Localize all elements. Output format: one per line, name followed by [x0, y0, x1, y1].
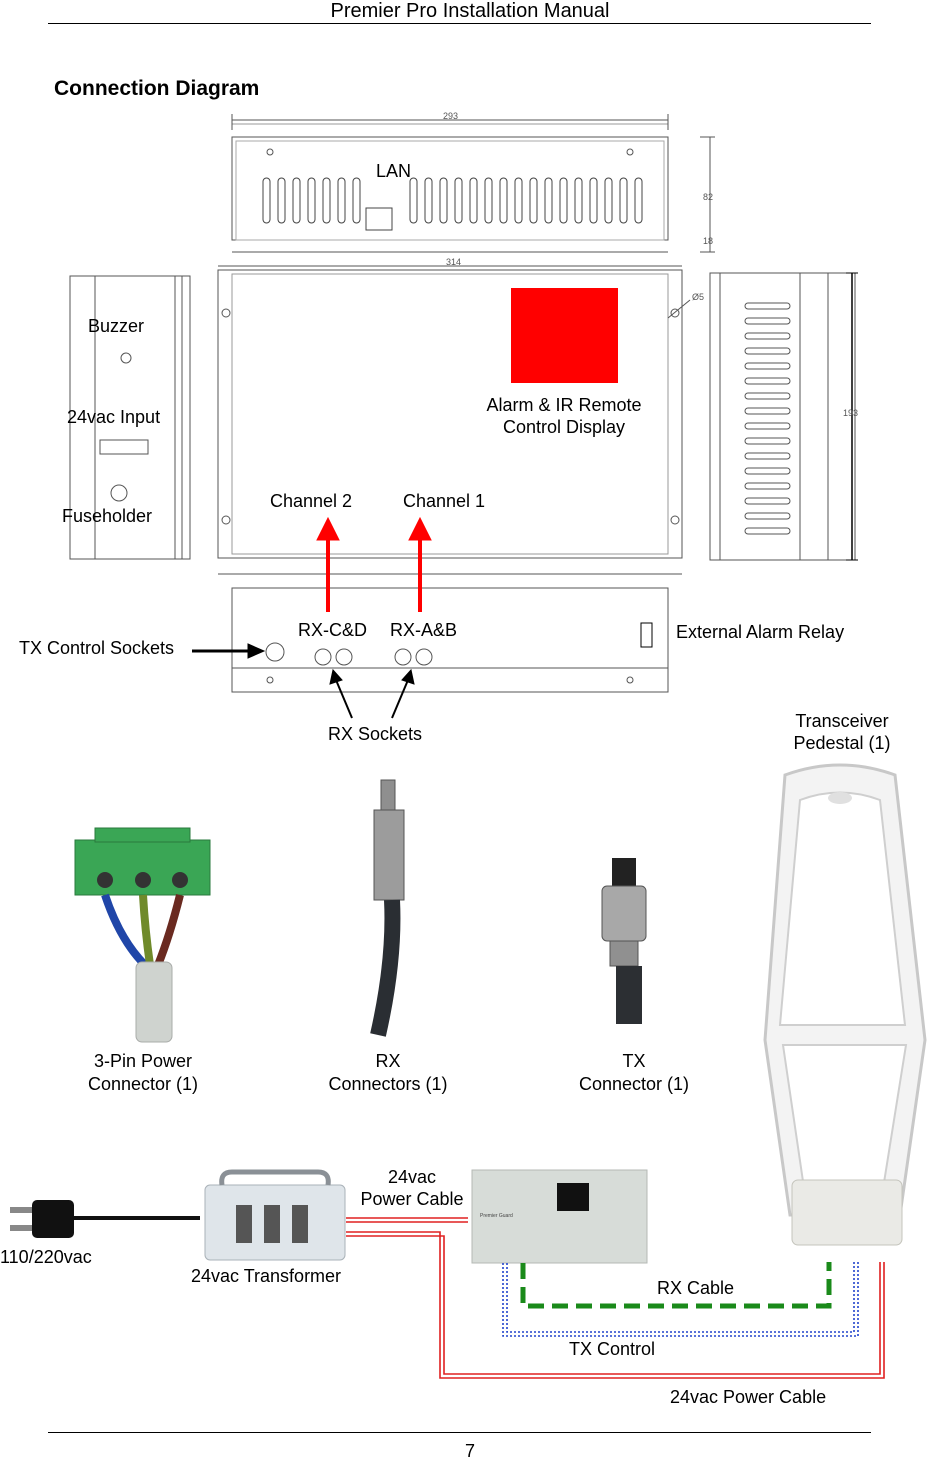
- controller-left-side: [69, 275, 191, 560]
- tx-control-label: TX Control: [569, 1339, 656, 1359]
- alarm-relay-terminal-icon: [640, 622, 653, 648]
- controller-box-image: [471, 1169, 648, 1264]
- rx-connector-image: [370, 779, 405, 1037]
- controller-right-side: [709, 272, 858, 561]
- pedestal-label-line1: Transceiver: [795, 711, 889, 731]
- dim-small: 18: [703, 236, 714, 246]
- fuseholder-icon: [110, 484, 128, 502]
- tx-connector-label-line2: Connector (1): [578, 1074, 690, 1094]
- rx-connectors-label-line1: RX: [375, 1051, 401, 1071]
- controller-bottom-panel: [218, 573, 682, 693]
- buzzer-label: Buzzer: [88, 316, 145, 336]
- section-heading: Connection Diagram: [54, 77, 260, 100]
- input-terminal-icon: [99, 439, 149, 455]
- transceiver-pedestal-image: [763, 763, 927, 1246]
- tx-control-socket-icon: [265, 642, 285, 662]
- tx-connector-label-line1: TX: [622, 1051, 646, 1071]
- channel-arrows: [316, 516, 432, 612]
- page-number: 7: [464, 1441, 475, 1461]
- external-alarm-relay-label: External Alarm Relay: [676, 622, 845, 642]
- power-cable-top-label-line2: Power Cable: [360, 1189, 464, 1209]
- power-connector-label-line2: Connector (1): [87, 1074, 199, 1094]
- dim-top-height: 82: [703, 192, 714, 202]
- page-header-title: Premier Pro Installation Manual: [330, 0, 610, 22]
- power-cable-route: [346, 1217, 885, 1379]
- mains-label: 110/220vac: [0, 1247, 92, 1267]
- input-24vac-label: 24vac Input: [67, 407, 161, 427]
- rx-cable-route: [520, 1262, 832, 1309]
- controller-top-view: [231, 114, 715, 253]
- tx-connector-image: [601, 858, 647, 1024]
- fuseholder-label: Fuseholder: [62, 506, 153, 526]
- dim-hole: Ø5: [692, 292, 705, 302]
- controller-brand-label: Premier Guard: [480, 1213, 513, 1219]
- header-rule: [48, 23, 871, 24]
- rx-sockets-label: RX Sockets: [328, 724, 423, 744]
- buzzer-icon: [120, 352, 132, 364]
- rx-socket-a-icon: [415, 648, 433, 666]
- power-cable-top-label-line1: 24vac: [387, 1167, 437, 1187]
- vent-slots-top: [262, 177, 643, 224]
- transformer-image: [204, 1169, 346, 1261]
- alarm-display-label-line2: Control Display: [502, 417, 626, 437]
- rx-ab-label: RX-A&B: [390, 620, 458, 640]
- rx-cd-label: RX-C&D: [298, 620, 368, 640]
- power-connector-image: [74, 827, 211, 1043]
- transformer-label: 24vac Transformer: [191, 1266, 342, 1286]
- rx-socket-d-icon: [314, 648, 332, 666]
- dim-bottom-width: 314: [446, 257, 462, 267]
- controller-front-view: [217, 265, 691, 559]
- dim-side-height: 193: [843, 408, 859, 418]
- rx-cable-label: RX Cable: [657, 1278, 735, 1298]
- rx-connectors-label-line2: Connectors (1): [328, 1074, 448, 1094]
- alarm-display-label-line1: Alarm & IR Remote: [486, 395, 642, 415]
- alarm-display-panel: [511, 288, 618, 383]
- tx-control-cable-route: [502, 1262, 859, 1337]
- footer-rule: [48, 1432, 871, 1433]
- mains-plug-image: [10, 1200, 200, 1238]
- channel1-label: Channel 1: [403, 491, 486, 511]
- tx-control-sockets-label: TX Control Sockets: [19, 638, 175, 658]
- pointer-arrows: [192, 643, 415, 719]
- power-connector-label-line1: 3-Pin Power: [93, 1051, 193, 1071]
- power-cable-bottom-label: 24vac Power Cable: [670, 1387, 827, 1407]
- channel2-label: Channel 2: [270, 491, 353, 511]
- lan-label: LAN: [376, 161, 412, 181]
- rx-socket-c-icon: [335, 648, 353, 666]
- rx-socket-b-icon: [394, 648, 412, 666]
- dim-top-width: 293: [443, 111, 459, 121]
- pedestal-label-line2: Pedestal (1): [793, 733, 891, 753]
